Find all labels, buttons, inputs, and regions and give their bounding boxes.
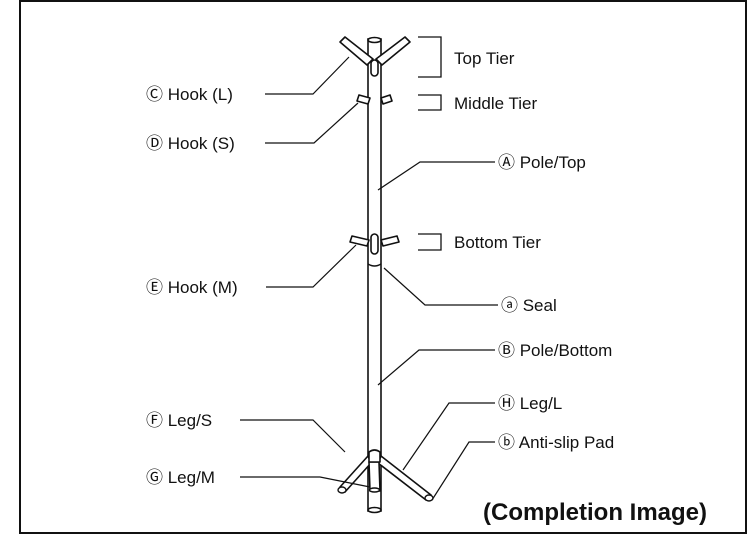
- label-top-tier: Top Tier: [454, 49, 515, 68]
- label-pole-bottom: Ⓑ Pole/Bottom: [498, 341, 613, 360]
- label-middle-tier: Middle Tier: [454, 94, 538, 113]
- label-seal: ⓐ Seal: [501, 296, 557, 315]
- label-anti-slip-pad: ⓑ Anti-slip Pad: [498, 433, 615, 452]
- leader-lines: [240, 56, 498, 501]
- label-hook-m: Ⓔ Hook (M): [146, 278, 238, 297]
- hooks-top-tier: [339, 36, 411, 77]
- label-leg-s: Ⓕ Leg/S: [146, 411, 213, 430]
- label-hook-s: Ⓓ Hook (S): [146, 134, 235, 153]
- pole: [367, 36, 382, 514]
- label-hook-l: Ⓒ Hook (L): [146, 85, 233, 104]
- outer-border: [19, 0, 747, 534]
- label-leg-m: Ⓖ Leg/M: [146, 468, 215, 487]
- seal-ring: [367, 263, 382, 267]
- completion-caption: (Completion Image): [483, 499, 708, 526]
- hooks-bottom-tier: [349, 233, 400, 255]
- tier-brackets: [418, 36, 442, 251]
- label-leg-l: Ⓗ Leg/L: [498, 394, 563, 413]
- label-bottom-tier: Bottom Tier: [454, 233, 541, 252]
- label-pole-top: Ⓐ Pole/Top: [498, 153, 586, 172]
- hooks-middle-tier: [356, 94, 393, 105]
